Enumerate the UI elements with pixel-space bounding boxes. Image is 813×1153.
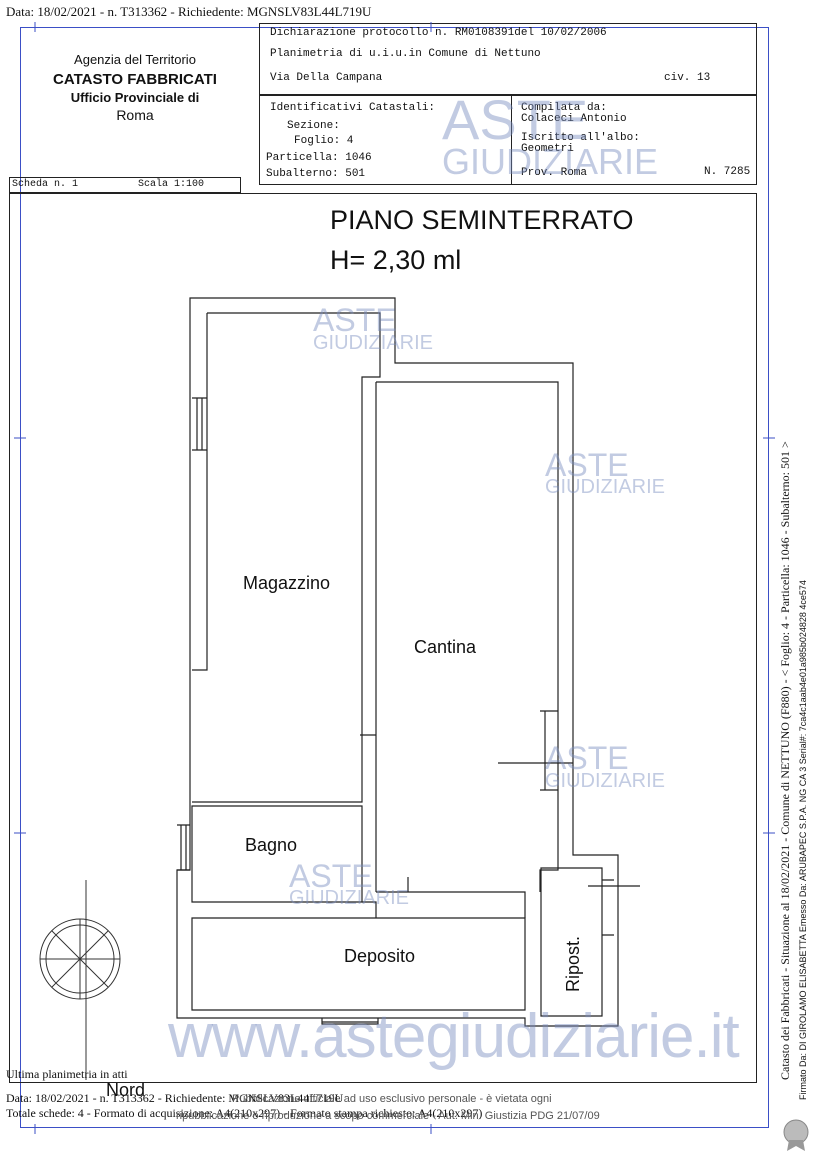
identifiers-box xyxy=(259,95,757,185)
room-ripostiglio: Ripost. xyxy=(563,935,583,992)
albo-role: Geometri xyxy=(521,143,574,155)
plan-height: H= 2,30 ml xyxy=(330,245,462,275)
room-bagno: Bagno xyxy=(245,835,298,855)
register-number: N. 7285 xyxy=(704,166,751,178)
north-label: Nord xyxy=(106,1080,146,1100)
catasto-fabbricati: CATASTO FABBRICATI xyxy=(53,71,217,88)
footer-schede-line: Totale schede: 4 - Formato di acquisizio… xyxy=(6,1106,483,1120)
footer-ultima: Ultima planimetria in atti xyxy=(6,1067,128,1081)
scheda-number: Scheda n. 1 xyxy=(12,179,79,190)
province-short: Prov. Roma xyxy=(521,167,588,179)
scheda-box xyxy=(9,177,241,193)
scale: Scala 1:100 xyxy=(138,179,205,190)
watermark-aste-1: ASTE xyxy=(313,302,397,338)
compiled-label: Compilata da: xyxy=(521,102,607,114)
side-catasto-text: Catasto dei Fabbricati - Situazione al 1… xyxy=(778,441,792,1080)
plan-frame xyxy=(9,193,757,1083)
declaration-box xyxy=(259,23,757,95)
footer-publication-2: ripubblicazione o riproduzione a scopo c… xyxy=(176,1110,600,1122)
particella: Particella: 1046 xyxy=(266,152,372,164)
albo-label: Iscritto all'albo: xyxy=(521,132,640,144)
watermark-giudiziarie-3: GIUDIZIARIE xyxy=(545,770,666,792)
watermark-aste-header: ASTE xyxy=(442,88,589,151)
protocol-line: Dichiarazione protocollo n. RM0108391del… xyxy=(270,27,607,39)
planimetria-line: Planimetria di u.i.u.in Comune di Nettun… xyxy=(270,48,541,60)
watermark-giudiziarie-4: GIUDIZIARIE xyxy=(289,887,410,909)
watermark-giudiziarie-header: GIUDIZIARIE xyxy=(442,141,659,182)
province: Roma xyxy=(116,107,154,123)
foglio: Foglio: 4 xyxy=(294,135,354,147)
outer-frame xyxy=(20,27,769,1128)
identifiers-divider xyxy=(511,95,512,185)
footer-publication-1: Pubblicazione ufficiale ad uso esclusivo… xyxy=(232,1093,552,1105)
address-line: Via Della Campana xyxy=(270,72,383,84)
seal-icon xyxy=(783,1119,809,1151)
watermark-aste-2: ASTE xyxy=(545,447,629,483)
room-deposito: Deposito xyxy=(344,946,416,966)
subalterno: Subalterno: 501 xyxy=(266,168,366,180)
room-cantina: Cantina xyxy=(414,637,477,657)
watermark-aste-4: ASTE xyxy=(289,858,373,894)
compiled-name: Colaceci Antonio xyxy=(521,113,627,125)
agency-name: Agenzia del Territorio xyxy=(74,52,196,67)
watermark-giudiziarie-2: GIUDIZIARIE xyxy=(545,476,666,498)
side-signature-text: Firmato Da: DI GIROLAMO ELISABETTA Emess… xyxy=(798,580,808,1100)
watermark-giudiziarie-1: GIUDIZIARIE xyxy=(313,332,434,354)
civic-number: civ. 13 xyxy=(664,72,711,84)
identifiers-title: Identificativi Catastali: xyxy=(270,102,436,114)
room-magazzino: Magazzino xyxy=(243,573,331,593)
footer-data-line: Data: 18/02/2021 - n. T313362 - Richiede… xyxy=(6,1091,344,1105)
watermark-aste-3: ASTE xyxy=(545,740,629,776)
sezione: Sezione: xyxy=(287,120,340,132)
ufficio-provinciale: Ufficio Provinciale di xyxy=(70,90,200,105)
header-request-line: Data: 18/02/2021 - n. T313362 - Richiede… xyxy=(6,4,372,19)
agency-block: Agenzia del Territorio CATASTO FABBRICAT… xyxy=(20,52,250,123)
watermark-site: www.astegiudiziarie.it xyxy=(168,1002,740,1071)
plan-title: PIANO SEMINTERRATO xyxy=(330,205,634,235)
